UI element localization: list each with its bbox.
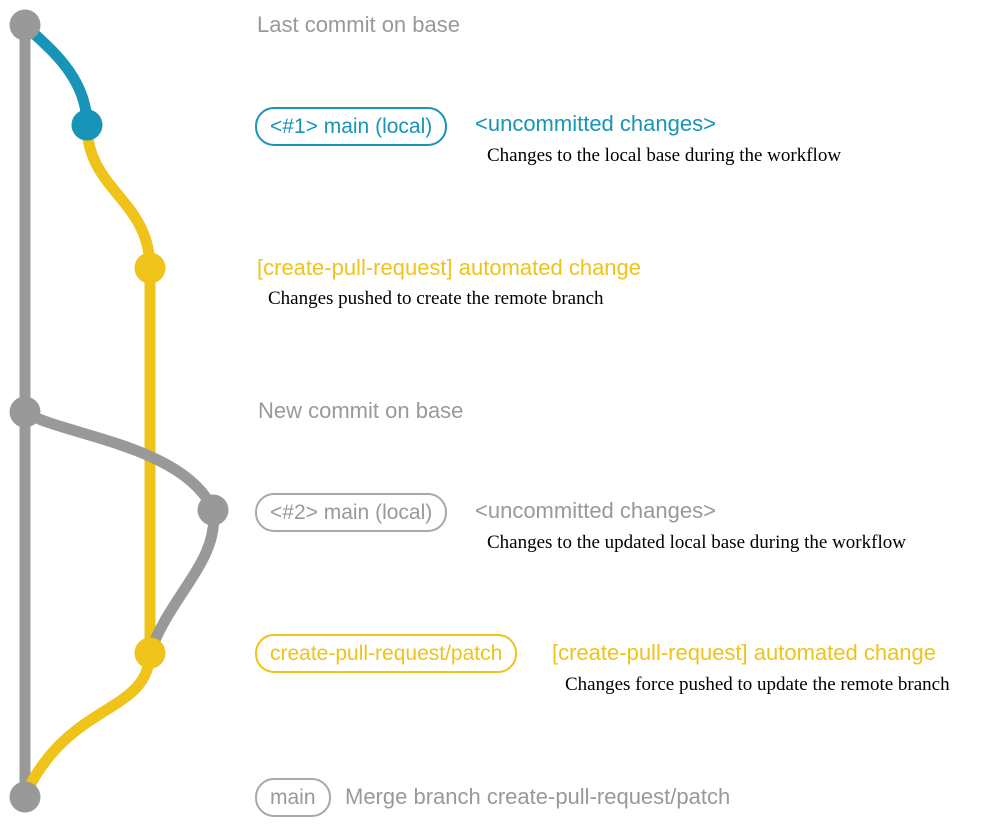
edge-local-main-1-to-patch — [81, 119, 156, 274]
merge-commit-label: Merge branch create-pull-request/patch — [345, 784, 731, 809]
commit-node-last-commit-on-base — [9, 9, 41, 41]
automated-change-2-description: Changes force pushed to update the remot… — [565, 674, 950, 695]
commit-node-merge-commit — [9, 781, 41, 813]
commit-node-automated-change-2 — [134, 637, 166, 669]
edge-base-to-local-main-1 — [19, 19, 93, 131]
last-commit-label: Last commit on base — [257, 12, 460, 37]
commit-node-new-commit-on-base — [9, 396, 41, 428]
edge-base-to-local-main-2 — [19, 406, 219, 516]
patch-branch-badge: create-pull-request/patch — [255, 634, 518, 673]
automated-change-1-description: Changes pushed to create the remote bran… — [268, 288, 604, 309]
edge-patch-merge-to-base — [19, 647, 156, 801]
commit-node-local-main-2 — [197, 494, 229, 526]
commit-node-automated-change-1 — [134, 252, 166, 284]
uncommitted-changes-1-description: Changes to the local base during the wor… — [487, 145, 842, 166]
main-badge: main — [255, 778, 331, 817]
uncommitted-changes-2-description: Changes to the updated local base during… — [487, 532, 906, 553]
commit-node-local-main-1 — [71, 109, 103, 141]
uncommitted-changes-1-heading: <uncommitted changes> — [475, 111, 716, 136]
new-commit-label: New commit on base — [258, 398, 464, 423]
automated-change-1-heading: [create-pull-request] automated change — [257, 255, 642, 280]
automated-change-2-heading: [create-pull-request] automated change — [552, 640, 937, 665]
local-main-2-badge: <#2> main (local) — [255, 493, 448, 532]
edge-local-main-2-to-patch — [144, 504, 220, 659]
uncommitted-changes-2-heading: <uncommitted changes> — [475, 498, 716, 523]
local-main-1-badge: <#1> main (local) — [255, 107, 448, 146]
